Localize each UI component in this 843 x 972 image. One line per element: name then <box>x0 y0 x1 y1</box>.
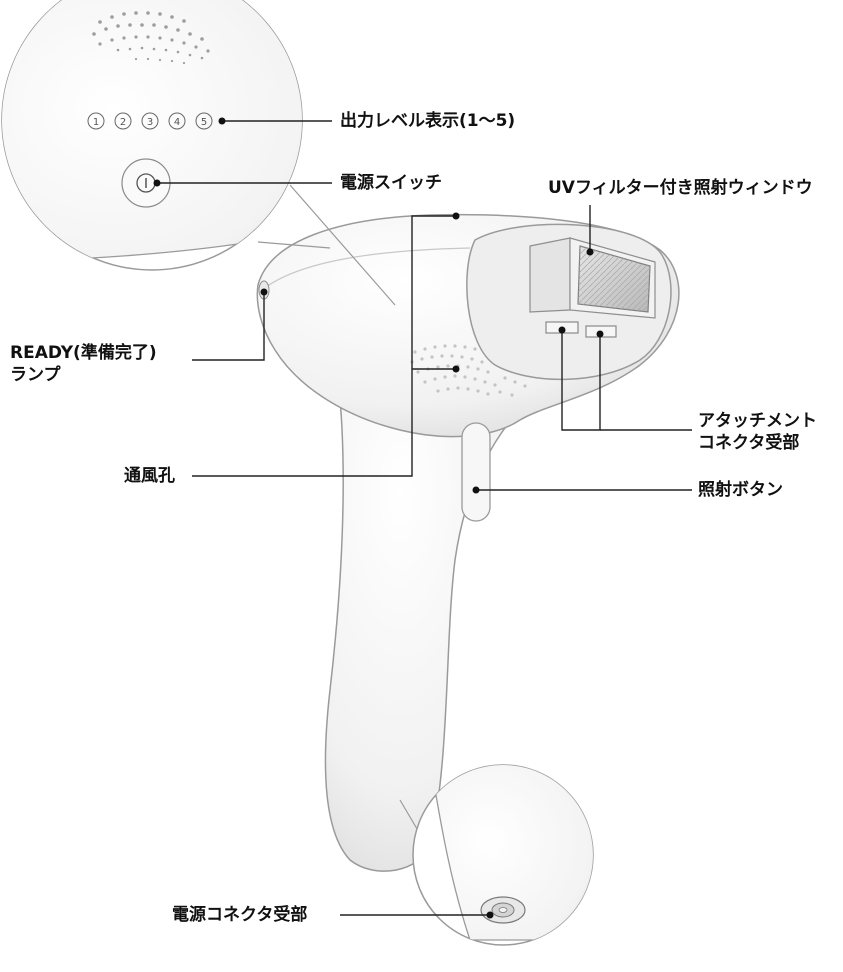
power-level-indicators: 1 2 3 4 5 <box>87 112 213 130</box>
zoom-bottom-panel <box>399 764 594 946</box>
flash-button-shape <box>461 422 491 522</box>
label-ready-lamp-line2: ランプ <box>10 365 61 385</box>
device-body <box>256 213 680 872</box>
level-indicator-5: 5 <box>201 117 207 128</box>
label-flash-button: 照射ボタン <box>698 480 783 500</box>
level-indicator-2: 2 <box>120 117 126 128</box>
label-attachment-connector-line2: コネクタ受部 <box>698 433 800 453</box>
level-indicator-1: 1 <box>93 117 99 128</box>
label-power-switch: 電源スイッチ <box>340 173 442 193</box>
label-attachment-connector-line1: アタッチメント <box>698 411 817 431</box>
label-power-connector: 電源コネクタ受部 <box>172 905 308 925</box>
zoom-top-panel: 1 2 3 4 5 <box>1 0 396 306</box>
leader-lines <box>157 120 692 916</box>
power-connector-port <box>480 896 526 924</box>
label-uv-filter-window: UVフィルター付き照射ウィンドウ <box>548 178 813 198</box>
level-indicator-4: 4 <box>174 117 180 128</box>
label-ready-lamp: READY(準備完了) ランプ <box>10 342 157 386</box>
label-attachment-connector: アタッチメント コネクタ受部 <box>698 410 817 454</box>
label-ready-lamp-line1: READY(準備完了) <box>10 343 157 363</box>
uv-filter-window <box>577 245 651 313</box>
label-power-level-display: 出力レベル表示(1〜5) <box>340 111 516 131</box>
label-vent-holes: 通風孔 <box>124 466 175 486</box>
level-indicator-3: 3 <box>147 117 153 128</box>
